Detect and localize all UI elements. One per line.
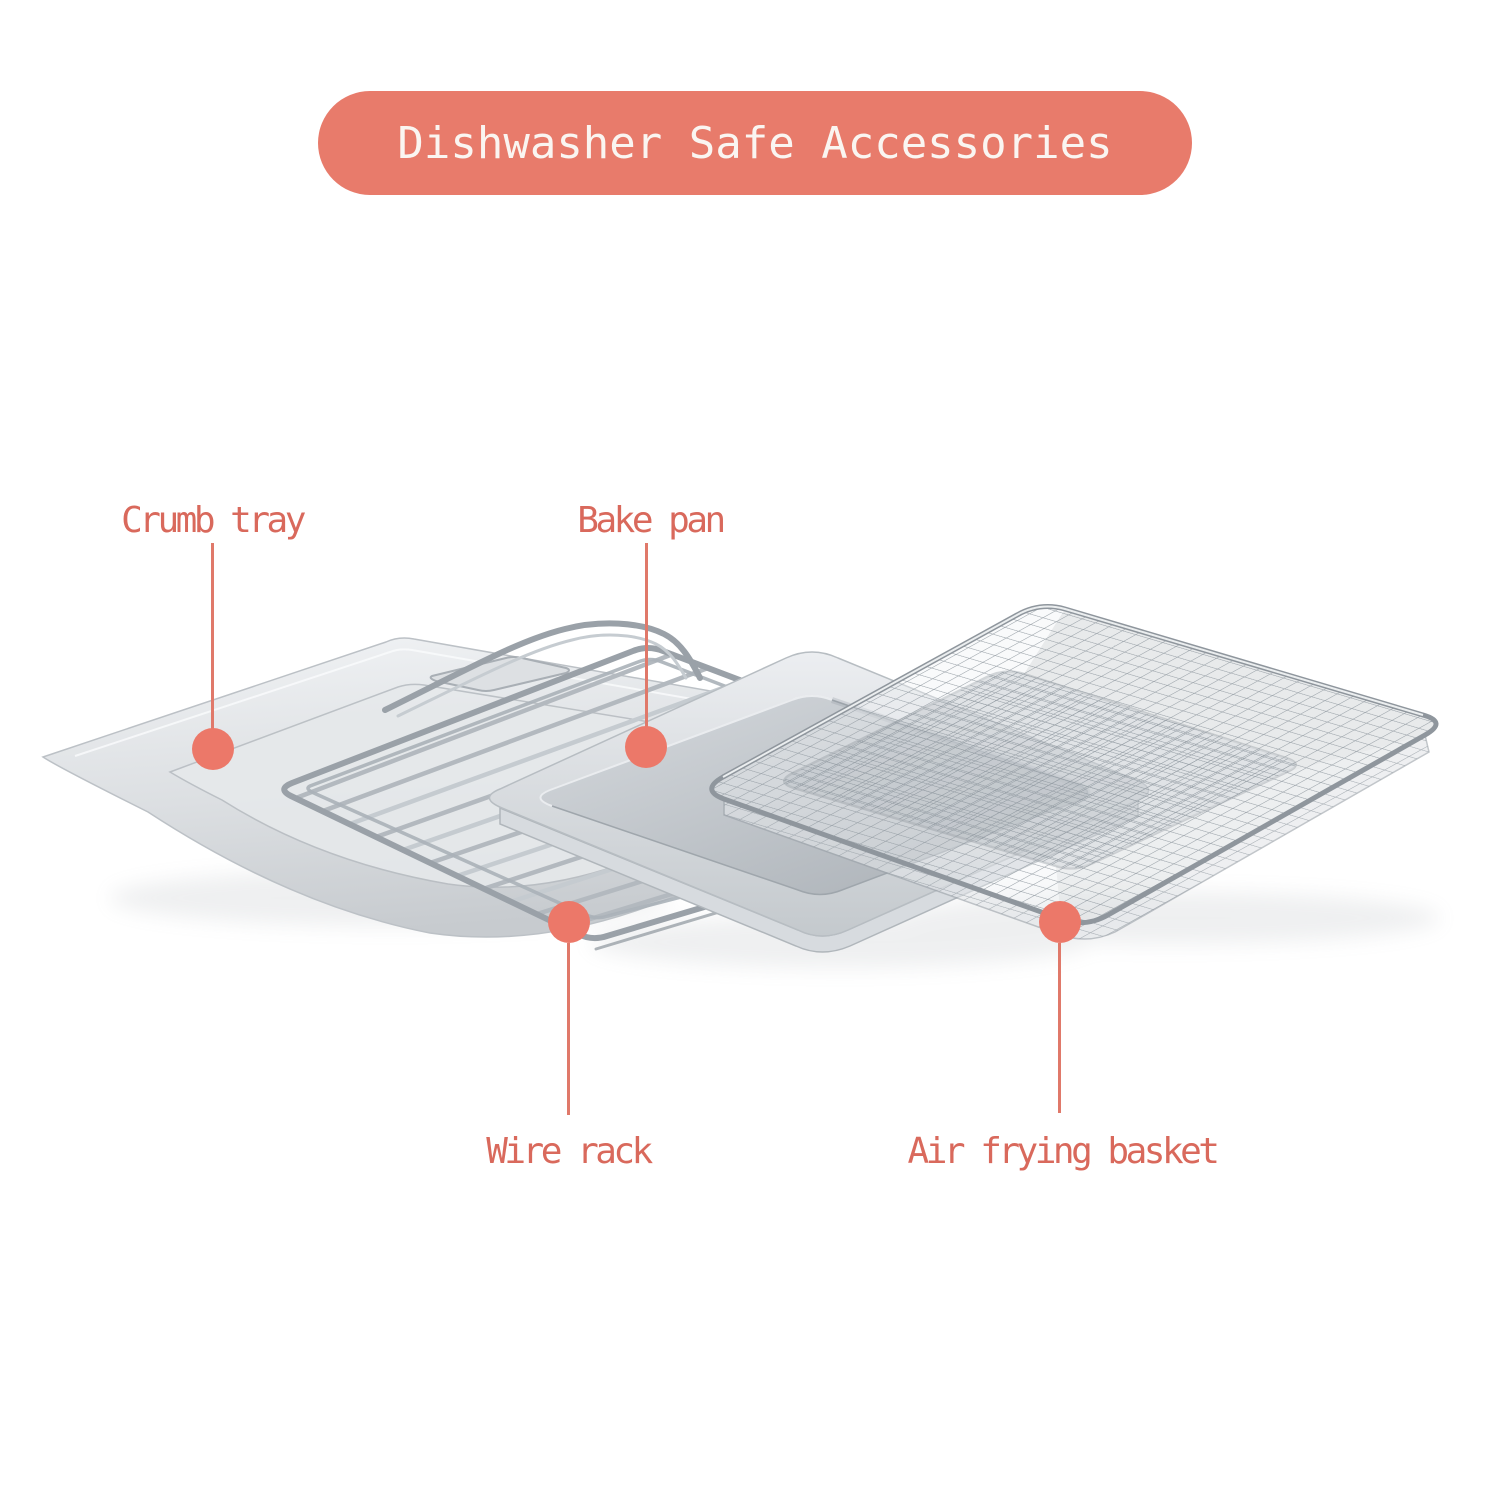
title-text: Dishwasher Safe Accessories: [397, 117, 1113, 169]
callout-dot-wire-rack: [548, 901, 590, 943]
callout-dot-bake-pan: [625, 726, 667, 768]
callout-label-wire-rack: Wire rack: [486, 1131, 653, 1172]
callout-line-air-frying-basket: [1058, 943, 1061, 1113]
callout-label-bake-pan: Bake pan: [577, 500, 726, 541]
callout-dot-air-frying-basket: [1039, 901, 1081, 943]
air-frying-basket: [709, 604, 1439, 940]
callout-label-crumb-tray: Crumb tray: [121, 500, 306, 541]
title-banner: Dishwasher Safe Accessories: [318, 91, 1192, 195]
callout-dot-crumb-tray: [192, 728, 234, 770]
callout-line-bake-pan: [645, 543, 648, 727]
callout-line-wire-rack: [567, 943, 570, 1115]
callout-line-crumb-tray: [211, 543, 214, 729]
callout-label-air-frying-basket: Air frying basket: [907, 1131, 1220, 1172]
